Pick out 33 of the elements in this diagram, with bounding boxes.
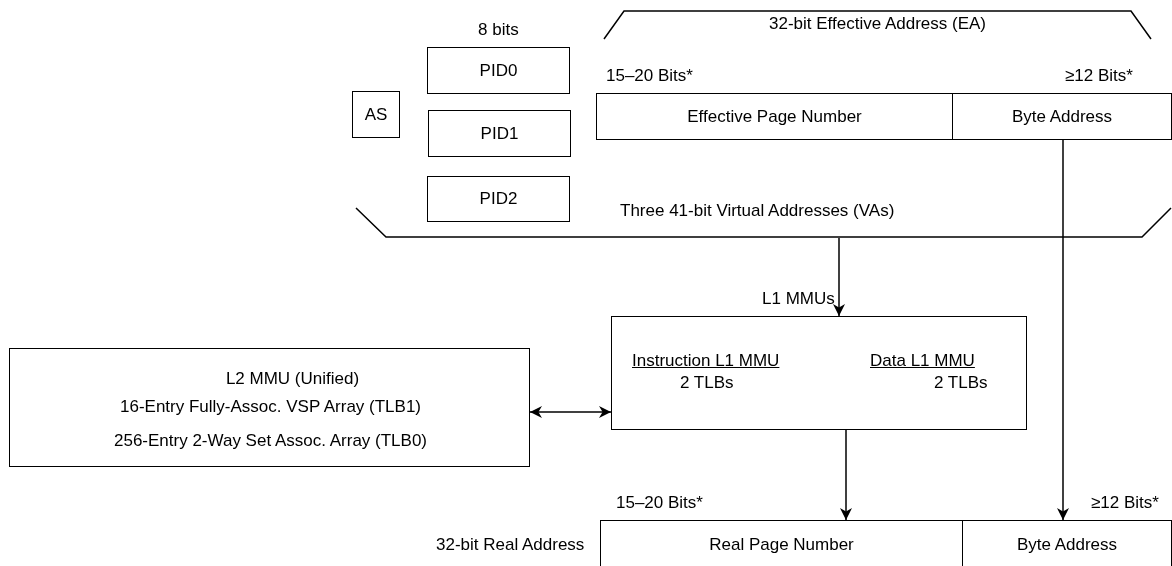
bit-width-label: ≥12 Bits*: [1091, 493, 1159, 513]
bracket-label: 32-bit Effective Address (EA): [768, 14, 987, 34]
arrow: [529, 406, 612, 418]
bit-width-label: ≥12 Bits*: [1065, 66, 1133, 86]
array-description: 16-Entry Fully-Assoc. VSP Array (TLB1): [118, 397, 423, 417]
bit-width-label: 32-bit Real Address: [436, 535, 585, 555]
field-label: PID1: [480, 123, 519, 144]
bracket-label: Three 41-bit Virtual Addresses (VAs): [620, 201, 895, 221]
arrow: [833, 237, 845, 317]
field-label: Effective Page Number: [687, 106, 862, 127]
tlb-count: 2 TLBs: [680, 373, 734, 393]
array-description: 256-Entry 2-Way Set Assoc. Array (TLB0): [113, 431, 428, 451]
unit-title: Data L1 MMU: [870, 351, 975, 371]
bit-width-label: 15–20 Bits*: [606, 66, 693, 86]
tlb-count: 2 TLBs: [934, 373, 988, 393]
field-label: PID0: [479, 60, 518, 81]
mmu-box: [9, 348, 530, 467]
section-heading: L1 MMUs: [762, 289, 835, 309]
field-label: Byte Address: [1016, 535, 1118, 555]
address-bracket: [603, 10, 1152, 40]
field-label: AS: [364, 104, 388, 125]
field-label: Real Page Number: [709, 535, 854, 555]
bit-width-label: 8 bits: [478, 20, 519, 40]
section-heading: L2 MMU (Unified): [224, 369, 361, 389]
field-box: [427, 176, 570, 222]
field-label: PID2: [479, 189, 518, 209]
field-box: [428, 110, 571, 157]
arrow: [1057, 139, 1069, 521]
arrow: [840, 429, 852, 521]
unit-title: Instruction L1 MMU: [632, 351, 780, 371]
bit-width-label: 15–20 Bits*: [616, 493, 703, 513]
field-label: Byte Address: [1011, 106, 1113, 127]
field-box: [352, 91, 400, 138]
